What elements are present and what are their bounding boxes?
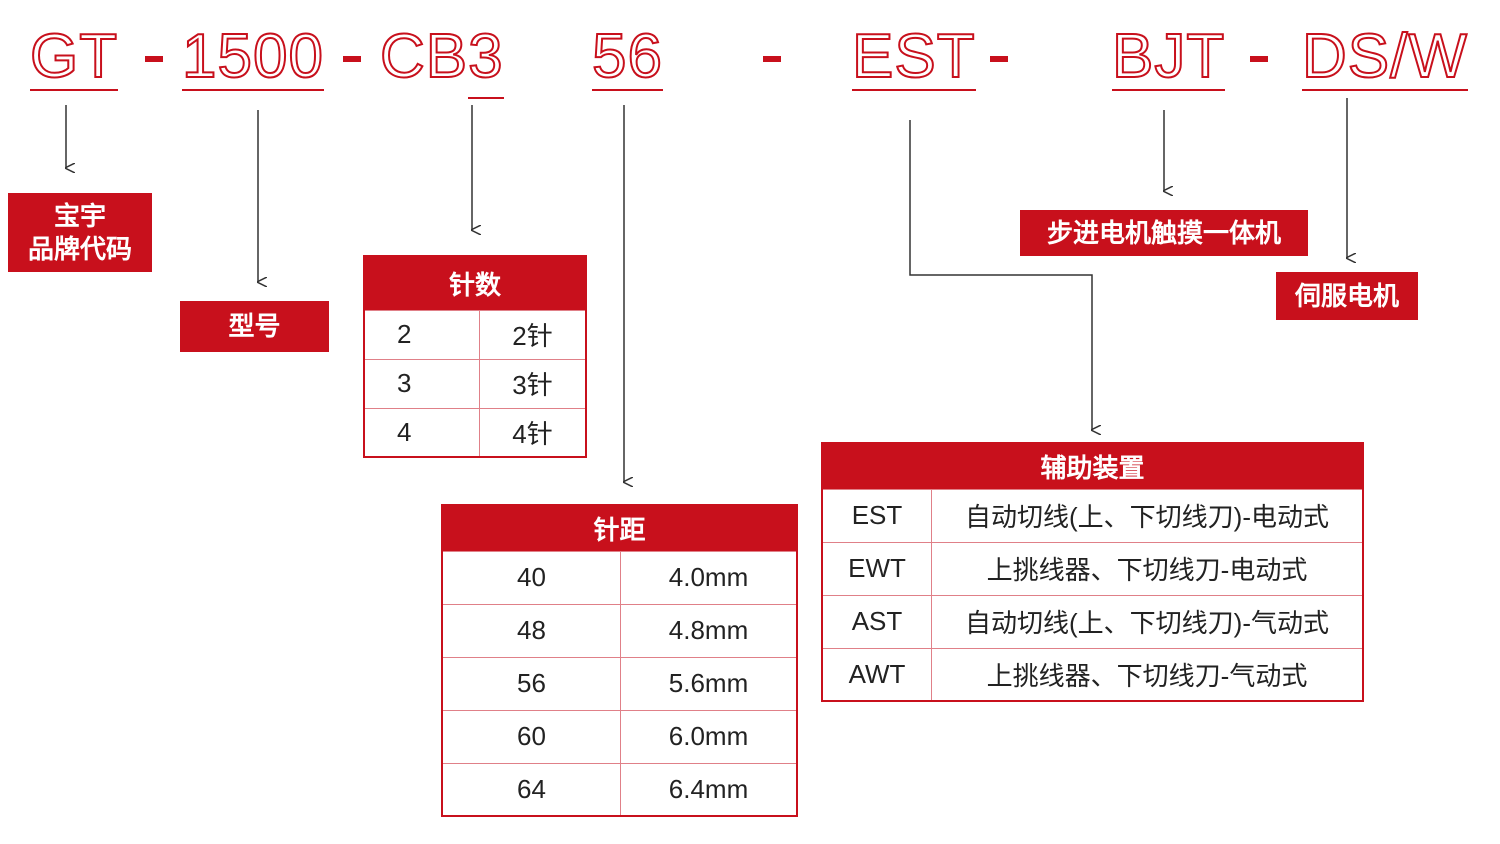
aux-code: AWT <box>821 647 932 702</box>
pitch-code: 40 <box>441 550 621 605</box>
table-row: 48 4.8mm <box>441 603 798 658</box>
label-stepper: 步进电机触摸一体机 <box>1020 210 1308 256</box>
pins-code: 2 <box>363 309 480 360</box>
aux-table-title: 辅助装置 <box>822 443 1363 489</box>
pitch-value: 6.4mm <box>620 762 798 817</box>
code-pins-prefix: CB <box>379 21 469 92</box>
pins-desc: 3针 <box>479 358 587 409</box>
code-separator <box>763 56 781 62</box>
aux-desc: 自动切线(上、下切线刀)-电动式 <box>931 488 1364 543</box>
table-row: 4 4针 <box>363 407 587 458</box>
label-brand: 宝宇 品牌代码 <box>8 193 152 272</box>
label-model: 型号 <box>180 301 329 352</box>
code-pitch: 56 <box>591 21 663 92</box>
label-servo: 伺服电机 <box>1276 272 1418 320</box>
table-row: 2 2针 <box>363 309 587 360</box>
pins-table: 针数 2 2针 3 3针 4 4针 <box>363 255 587 458</box>
pitch-code: 64 <box>441 762 621 817</box>
table-row: 64 6.4mm <box>441 762 798 817</box>
aux-code: AST <box>821 594 932 649</box>
aux-desc: 上挑线器、下切线刀-电动式 <box>931 541 1364 596</box>
table-row: AST 自动切线(上、下切线刀)-气动式 <box>821 594 1364 649</box>
table-row: 56 5.6mm <box>441 656 798 711</box>
code-separator <box>1250 56 1268 62</box>
table-row: EST 自动切线(上、下切线刀)-电动式 <box>821 488 1364 543</box>
code-aux: EST <box>851 21 976 92</box>
pitch-code: 60 <box>441 709 621 764</box>
pitch-table-title: 针距 <box>442 505 797 551</box>
code-separator <box>343 56 361 62</box>
table-row: 3 3针 <box>363 358 587 409</box>
table-row: EWT 上挑线器、下切线刀-电动式 <box>821 541 1364 596</box>
aux-code: EWT <box>821 541 932 596</box>
table-row: AWT 上挑线器、下切线刀-气动式 <box>821 647 1364 702</box>
code-servo: DS/W <box>1301 21 1468 92</box>
aux-desc: 自动切线(上、下切线刀)-气动式 <box>931 594 1364 649</box>
code-separator <box>990 56 1008 62</box>
pins-code: 3 <box>363 358 480 409</box>
pitch-value: 4.8mm <box>620 603 798 658</box>
arrow-aux <box>909 120 1092 430</box>
code-model: 1500 <box>181 21 324 92</box>
code-stepper: BJT <box>1111 21 1226 92</box>
pitch-table: 针距 40 4.0mm 48 4.8mm 56 5.6mm 60 6.0mm 6… <box>441 504 798 817</box>
pitch-value: 6.0mm <box>620 709 798 764</box>
pins-desc: 2针 <box>479 309 587 360</box>
aux-table: 辅助装置 EST 自动切线(上、下切线刀)-电动式 EWT 上挑线器、下切线刀-… <box>821 442 1364 702</box>
pitch-value: 5.6mm <box>620 656 798 711</box>
table-row: 40 4.0mm <box>441 550 798 605</box>
pitch-value: 4.0mm <box>620 550 798 605</box>
table-row: 60 6.0mm <box>441 709 798 764</box>
pins-table-title: 针数 <box>364 256 586 310</box>
aux-desc: 上挑线器、下切线刀-气动式 <box>931 647 1364 702</box>
pins-desc: 4针 <box>479 407 587 458</box>
code-pins: CB3 <box>379 21 504 92</box>
aux-code: EST <box>821 488 932 543</box>
code-brand: GT <box>29 21 119 92</box>
code-pins-digit: 3 <box>467 21 504 92</box>
pitch-code: 56 <box>441 656 621 711</box>
pitch-code: 48 <box>441 603 621 658</box>
code-separator <box>145 56 163 62</box>
pins-code: 4 <box>363 407 480 458</box>
